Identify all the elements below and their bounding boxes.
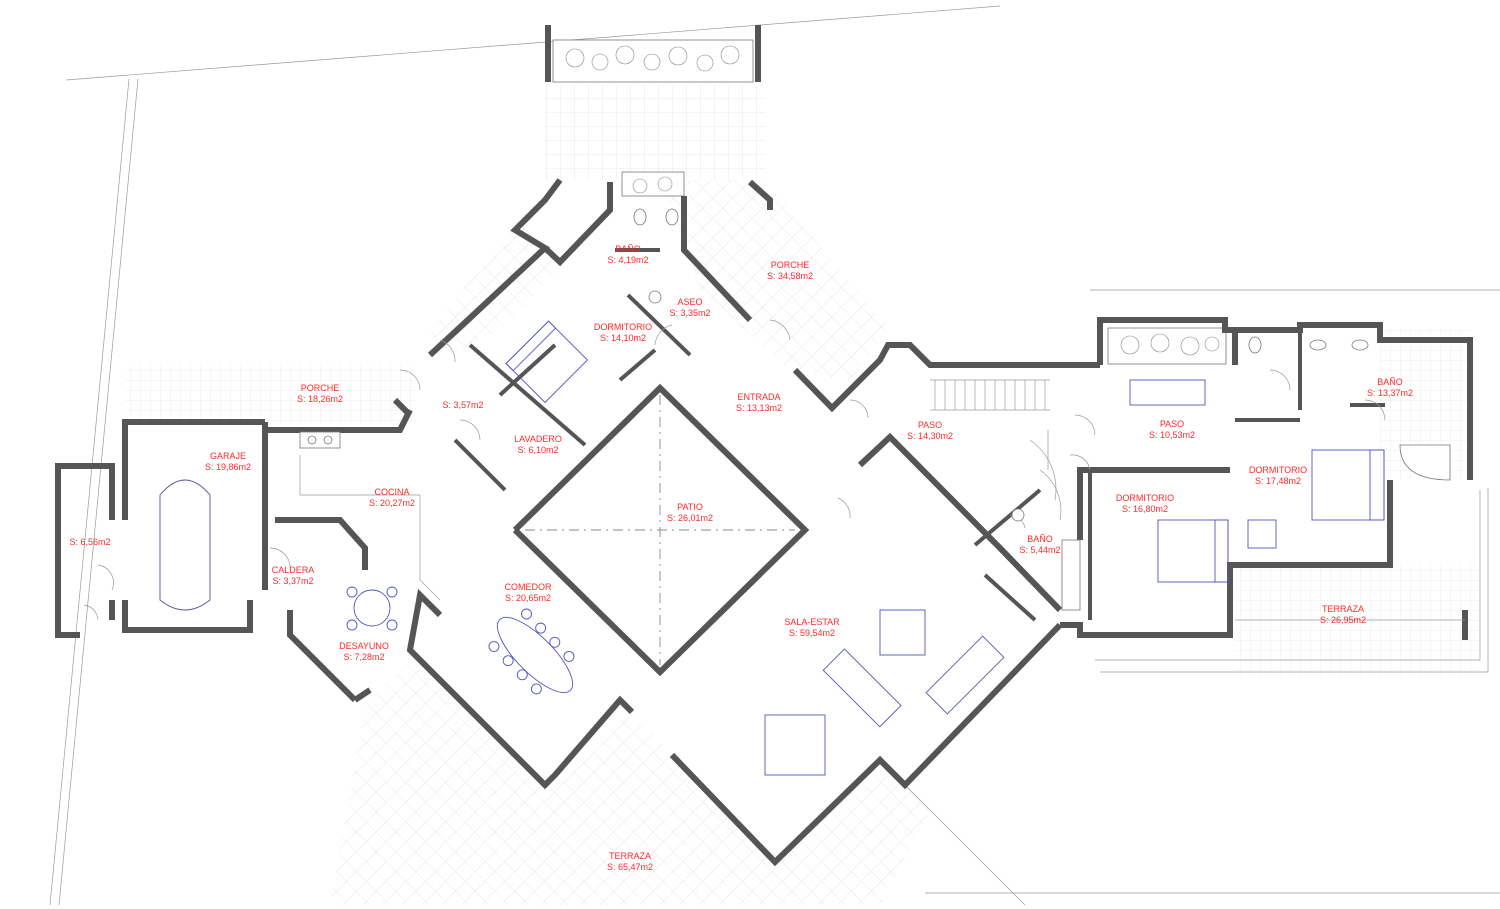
room-name: CALDERA (271, 565, 315, 575)
interior-walls (453, 248, 1385, 622)
room-name: DORMITORIO (593, 322, 653, 332)
room-label-porche-1: PORCHE S: 34,58m2 (767, 260, 813, 282)
room-label-dormitorio-2: DORMITORIO S: 16,80m2 (1116, 493, 1174, 515)
room-label-cocina: COCINA S: 20,27m2 (369, 487, 415, 509)
room-label-porche-2: PORCHE S: 18,26m2 (297, 383, 343, 405)
room-label-comedor: COMEDOR S: 20,65m2 (505, 582, 552, 604)
room-name: PASO (1159, 419, 1185, 429)
room-name: COCINA (374, 487, 410, 497)
room-label-sala-estar: SALA-ESTAR S: 59,54m2 (784, 617, 839, 639)
patio-cross (525, 395, 795, 665)
room-label-bano-1: BAÑO S: 4,19m2 (607, 244, 648, 266)
room-area: S: 5,44m2 (1019, 545, 1061, 555)
room-area: S: 20,27m2 (368, 498, 416, 508)
room-area: S: 59,54m2 (788, 628, 836, 638)
room-area: S: 3,57m2 (442, 400, 484, 410)
fixtures (299, 208, 1451, 611)
room-area: S: 16,80m2 (1121, 504, 1169, 514)
room-area: S: 3,35m2 (669, 308, 711, 318)
room-name: TERRAZA (608, 851, 651, 861)
room-label-garaje: GARAJE S: 19,86m2 (205, 451, 251, 473)
room-label-lavadero: LAVADERO S: 6,10m2 (514, 434, 562, 456)
room-label-hall: S: 3,57m2 (442, 400, 483, 411)
room-label-dormitorio-1: DORMITORIO S: 14,10m2 (594, 322, 652, 344)
room-area: S: 19,86m2 (204, 462, 252, 472)
room-label-bano-2: BAÑO S: 13,37m2 (1367, 377, 1413, 399)
room-name: LAVADERO (514, 434, 562, 444)
room-area: S: 20,65m2 (504, 593, 552, 603)
room-name: DESAYUNO (339, 641, 389, 651)
room-name: GARAJE (209, 451, 246, 461)
room-name: TERRAZA (1321, 604, 1364, 614)
room-label-paso-2: PASO S: 10,53m2 (1149, 419, 1195, 441)
room-area: S: 4,19m2 (607, 255, 649, 265)
room-name: ASEO (677, 297, 703, 307)
room-name: BAÑO (615, 244, 641, 254)
room-name: ENTRADA (737, 392, 781, 402)
room-area: S: 14,30m2 (906, 431, 954, 441)
furniture (159, 320, 1385, 776)
paving (125, 85, 1480, 905)
room-label-aseo: ASEO S: 3,35m2 (669, 297, 710, 319)
room-area: S: 13,37m2 (1366, 388, 1414, 398)
detail-lines (83, 319, 1489, 673)
room-label-terraza-2: TERRAZA S: 65,47m2 (607, 851, 653, 873)
room-label-dormitorio-3: DORMITORIO S: 17,48m2 (1249, 465, 1307, 487)
room-area: S: 10,53m2 (1148, 430, 1196, 440)
room-name: PORCHE (770, 260, 810, 270)
room-area: S: 18,26m2 (296, 394, 344, 404)
room-name: BAÑO (1027, 534, 1053, 544)
room-label-terraza-1: TERRAZA S: 26,95m2 (1320, 604, 1366, 626)
room-area: S: 7,28m2 (343, 652, 385, 662)
room-name: DORMITORIO (1115, 493, 1175, 503)
room-area: S: 6,56m2 (69, 537, 111, 547)
room-name: COMEDOR (504, 582, 552, 592)
room-name: PATIO (677, 502, 703, 512)
planters (552, 39, 1227, 365)
room-area: S: 13,13m2 (735, 403, 783, 413)
room-name: SALA-ESTAR (784, 617, 840, 627)
walls (55, 25, 1473, 867)
room-label-caldera: CALDERA S: 3,37m2 (272, 565, 315, 587)
room-name: DORMITORIO (1248, 465, 1308, 475)
room-label-patio: PATIO S: 26,01m2 (667, 502, 713, 524)
room-area: S: 34,58m2 (766, 271, 814, 281)
room-area: S: 26,95m2 (1319, 615, 1367, 625)
room-label-storage: S: 6,56m2 (69, 537, 110, 548)
room-area: S: 3,37m2 (272, 576, 314, 586)
room-area: S: 14,10m2 (599, 333, 647, 343)
room-label-paso-1: PASO S: 14,30m2 (907, 420, 953, 442)
room-name: PASO (917, 420, 943, 430)
room-label-bano-3: BAÑO S: 5,44m2 (1019, 534, 1060, 556)
room-area: S: 6,10m2 (517, 445, 559, 455)
room-name: BAÑO (1377, 377, 1403, 387)
room-label-desayuno: DESAYUNO S: 7,28m2 (339, 641, 389, 663)
room-name: PORCHE (300, 383, 340, 393)
room-area: S: 26,01m2 (666, 513, 714, 523)
room-label-entrada: ENTRADA S: 13,13m2 (736, 392, 782, 414)
room-area: S: 17,48m2 (1254, 476, 1302, 486)
room-area: S: 65,47m2 (606, 862, 654, 872)
